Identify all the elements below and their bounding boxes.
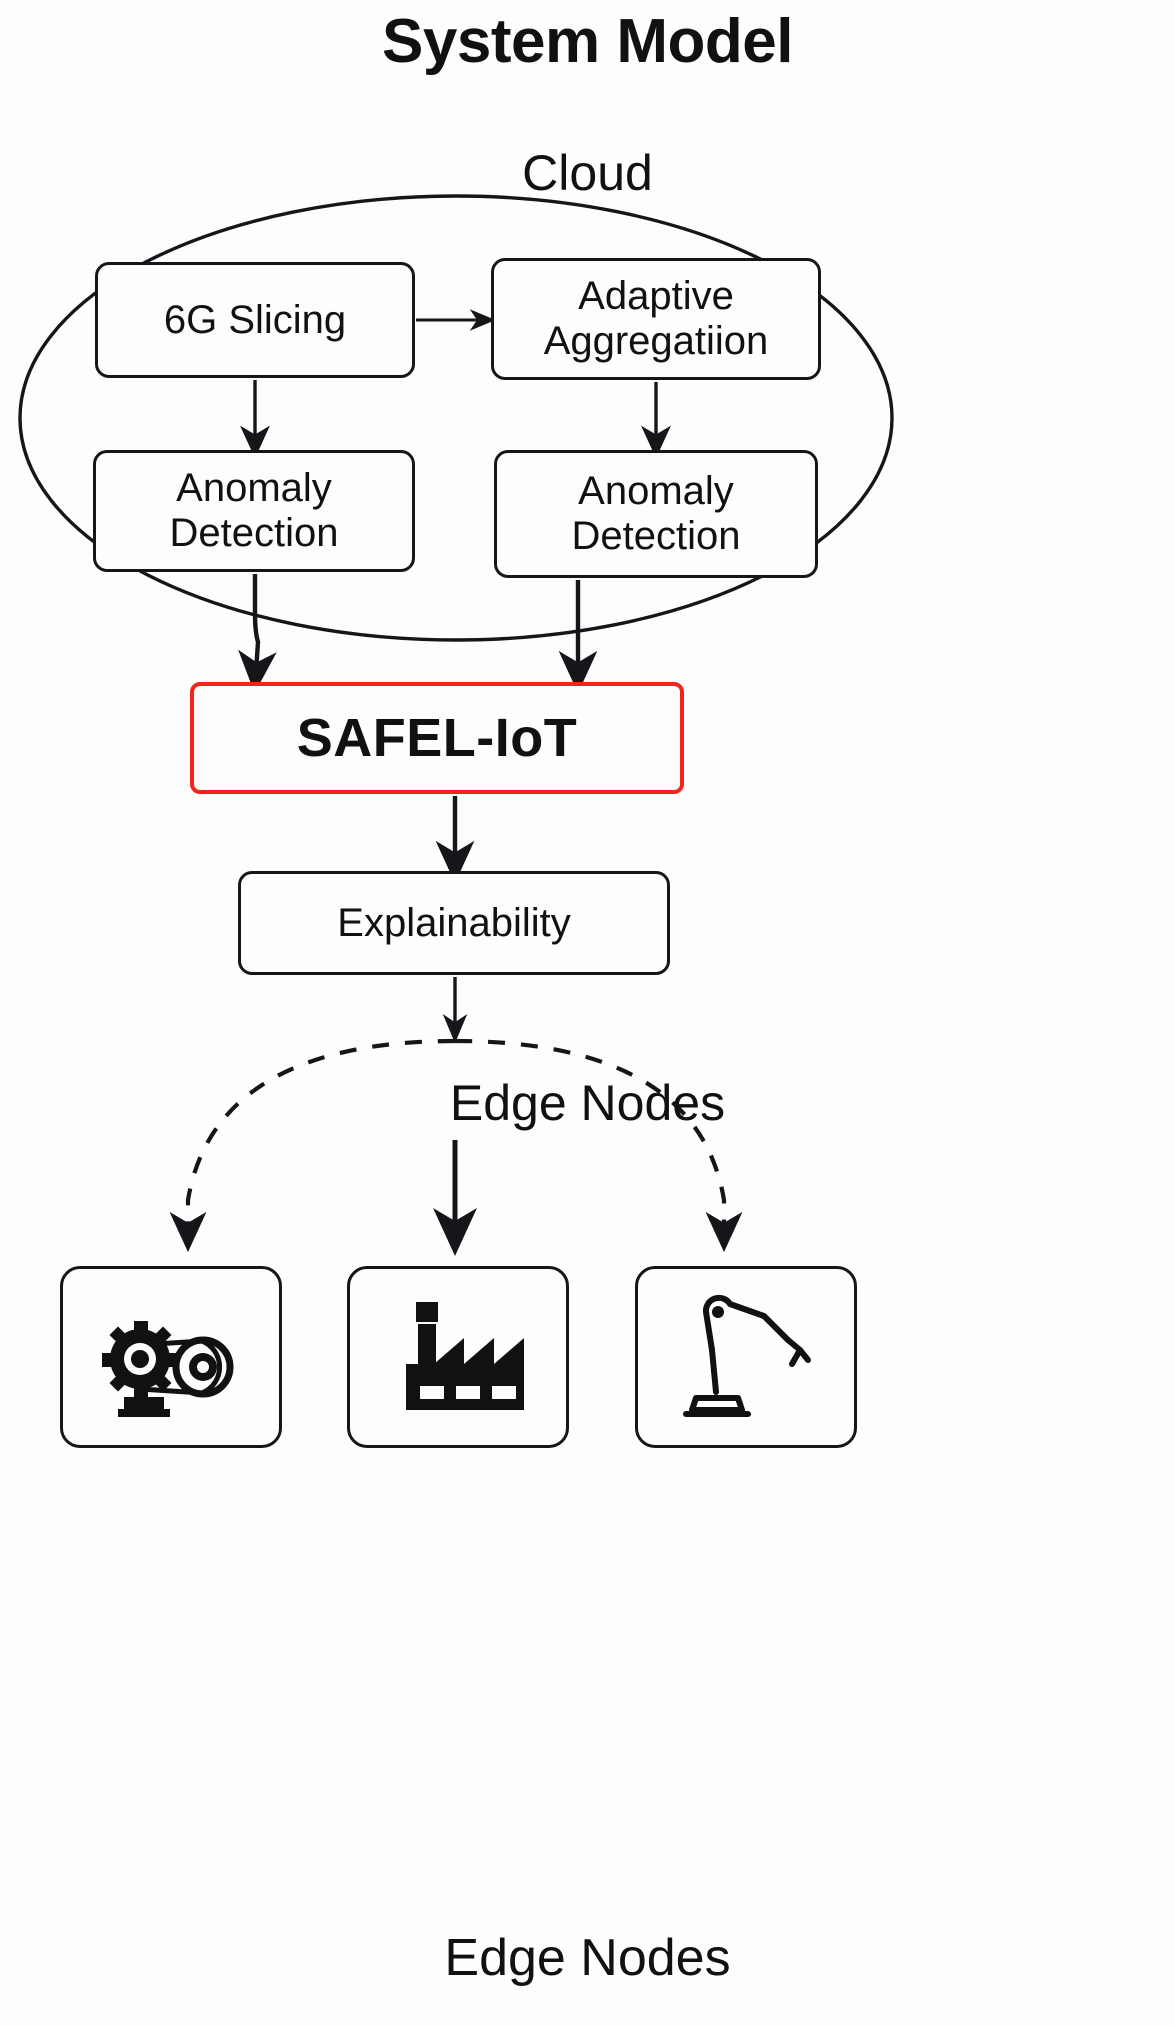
node-safel-iot[interactable]: SAFEL-IoT bbox=[190, 682, 684, 794]
node-anomaly-detection-left[interactable]: Anomaly Detection bbox=[93, 450, 415, 572]
device-node-machinery[interactable] bbox=[60, 1266, 282, 1448]
cloud-label: Cloud bbox=[522, 145, 653, 201]
device-node-robot-arm[interactable] bbox=[635, 1266, 857, 1448]
edge-nodes-bottom-caption: Edge Nodes bbox=[444, 1929, 731, 1987]
edge-dashed-left-branch bbox=[169, 1038, 456, 1253]
device-node-factory[interactable] bbox=[347, 1266, 569, 1448]
node-explainability-label: Explainability bbox=[337, 900, 571, 945]
node-anomaly-detection-right[interactable]: Anomaly Detection bbox=[494, 450, 818, 578]
node-anomaly-detection-left-label: Anomaly Detection bbox=[169, 466, 339, 555]
node-adaptive-aggregation[interactable]: Adaptive Aggregatiion bbox=[491, 258, 821, 380]
robot-arm-icon bbox=[676, 1294, 816, 1420]
edge-anomaly-left-to-safel bbox=[238, 574, 277, 694]
page-title: System Model bbox=[382, 7, 793, 76]
node-safel-iot-label: SAFEL-IoT bbox=[296, 707, 578, 768]
edge-nodes-inner-label: Edge Nodes bbox=[449, 1075, 726, 1131]
gear-pulley-icon bbox=[96, 1297, 246, 1417]
node-anomaly-detection-right-label: Anomaly Detection bbox=[571, 469, 741, 558]
node-adaptive-aggregation-label: Adaptive Aggregatiion bbox=[543, 274, 769, 363]
node-explainability[interactable]: Explainability bbox=[238, 871, 670, 975]
factory-icon bbox=[388, 1298, 528, 1416]
node-6g-slicing-label: 6G Slicing bbox=[163, 297, 347, 342]
edge-dashed-right-branch bbox=[454, 1038, 743, 1253]
node-6g-slicing[interactable]: 6G Slicing bbox=[95, 262, 415, 378]
